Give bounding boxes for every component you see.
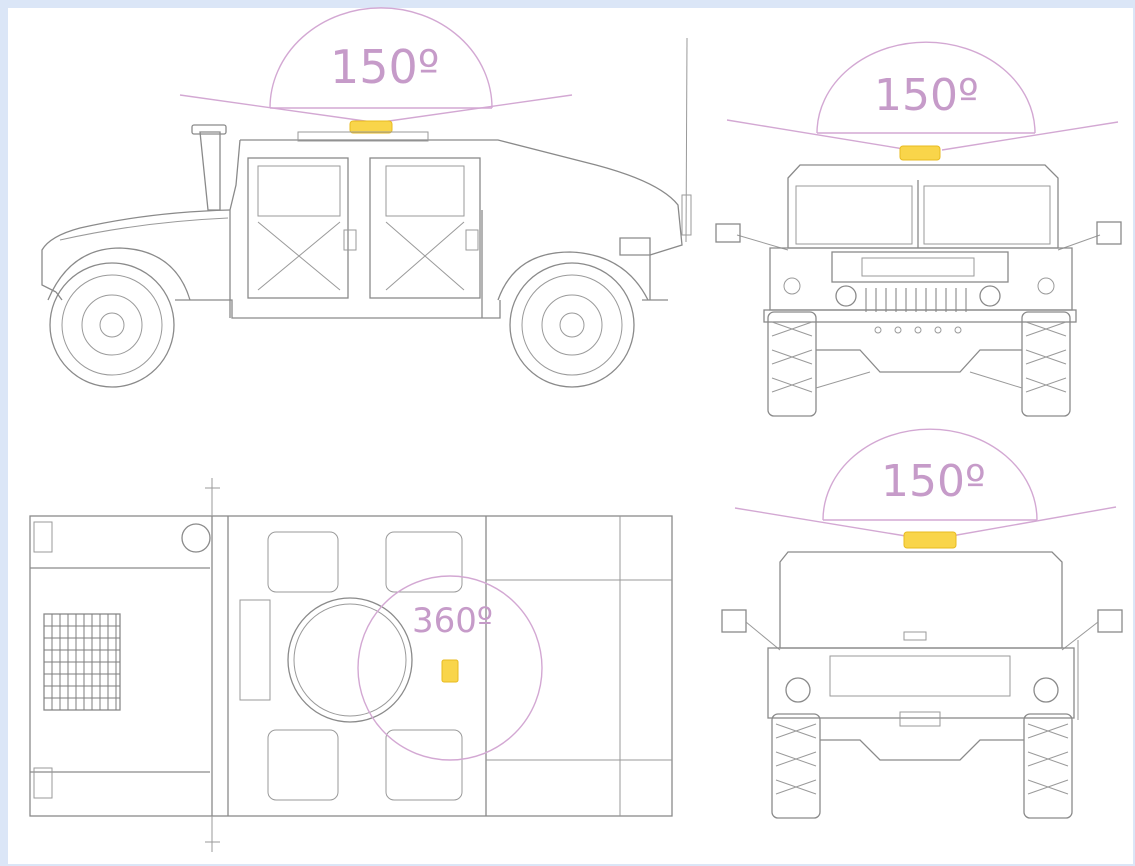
drawing-background bbox=[8, 8, 1133, 864]
rear-left-tire bbox=[771, 713, 821, 819]
side-front-wheel bbox=[49, 262, 175, 388]
top-fov-label: 360º bbox=[412, 601, 493, 641]
side-rear-wheel bbox=[509, 262, 635, 388]
side-sensor bbox=[349, 120, 393, 134]
front-left-tire bbox=[767, 311, 817, 417]
rear-view bbox=[721, 428, 1123, 819]
top-sensor bbox=[441, 659, 459, 683]
side-fov-label: 150º bbox=[330, 40, 440, 94]
front-view bbox=[715, 41, 1122, 417]
turret-ring bbox=[287, 597, 413, 723]
rear-right-tire bbox=[1023, 713, 1073, 819]
side-fov-arc bbox=[269, 7, 493, 109]
top-view bbox=[29, 478, 673, 852]
top-fov-circle bbox=[357, 575, 543, 761]
rear-sensor bbox=[903, 531, 957, 549]
front-fov-label: 150º bbox=[874, 70, 979, 121]
front-sensor bbox=[899, 145, 941, 161]
front-fov-arc bbox=[816, 41, 1036, 134]
rear-fov-arc bbox=[822, 428, 1038, 521]
side-view bbox=[41, 7, 692, 388]
top-view-outline bbox=[29, 515, 673, 817]
front-right-tire bbox=[1021, 311, 1071, 417]
rear-fov-label: 150º bbox=[881, 456, 986, 507]
